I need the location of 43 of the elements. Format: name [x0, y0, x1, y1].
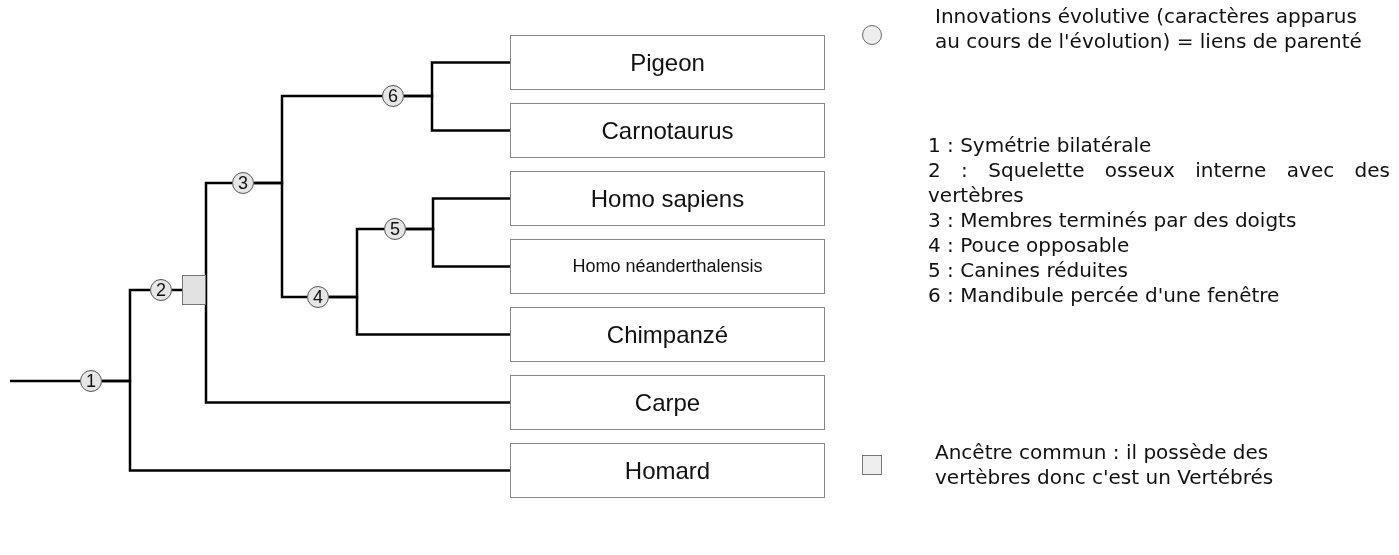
- character-definition: 6 : Mandibule percée d'une fenêtre: [928, 283, 1281, 308]
- character-number: 4: [313, 286, 323, 308]
- taxon-box: [510, 239, 825, 294]
- ancestor-square: [182, 275, 206, 305]
- taxon-name: Carpe: [634, 388, 701, 417]
- tree-branch: [254, 181, 307, 299]
- taxon-name: Pigeon: [630, 48, 705, 77]
- innovation-circle: [80, 370, 102, 392]
- legend-text: Innovations évolutive (caractères apparus au cours de l'évolution) = liens de parenté: [935, 4, 1363, 54]
- innovation-circle: [232, 172, 254, 194]
- taxon-box: [510, 307, 825, 362]
- character-definition: 3 : Membres terminés par des doigts: [928, 208, 1298, 233]
- character-number: 3: [238, 172, 248, 194]
- tree-branch: [406, 227, 510, 268]
- character-definition: 1 : Symétrie bilatérale: [928, 133, 1153, 158]
- taxon-box: [510, 171, 825, 226]
- taxon-name: Homo néanderthalensis: [572, 256, 763, 277]
- character-definition: 5 : Canines réduites: [928, 258, 1129, 283]
- tree-branch: [404, 94, 510, 132]
- taxon-box: [510, 103, 825, 158]
- taxon-box: [510, 443, 825, 498]
- tree-branch: [204, 181, 232, 292]
- innovation-circle: [150, 279, 172, 301]
- innovation-circle: [382, 85, 404, 107]
- tree-branch: [204, 288, 510, 404]
- character-number: 1: [86, 370, 96, 392]
- taxon-name: Chimpanzé: [606, 320, 729, 349]
- character-number: 2: [156, 279, 166, 301]
- legend-text: Ancêtre commun : il possède des vertèbres donc c'est un Vertébrés: [935, 440, 1275, 490]
- taxon-box: [510, 35, 825, 90]
- tree-branch: [102, 379, 510, 472]
- innovation-circle: [307, 286, 329, 308]
- taxon-box: [510, 375, 825, 430]
- taxon-name: Carnotaurus: [601, 116, 734, 145]
- taxon-name: Homo sapiens: [590, 184, 745, 213]
- character-number: 6: [388, 85, 398, 107]
- tree-branch: [329, 295, 510, 336]
- tree-branch: [10, 379, 80, 383]
- taxon-name: Homard: [624, 456, 711, 485]
- character-definition: 4 : Pouce opposable: [928, 233, 1131, 258]
- character-definition: 2 : Squelette osseux interne avec des vertèbres: [928, 158, 1390, 208]
- character-number: 5: [390, 218, 400, 240]
- innovation-circle: [384, 218, 406, 240]
